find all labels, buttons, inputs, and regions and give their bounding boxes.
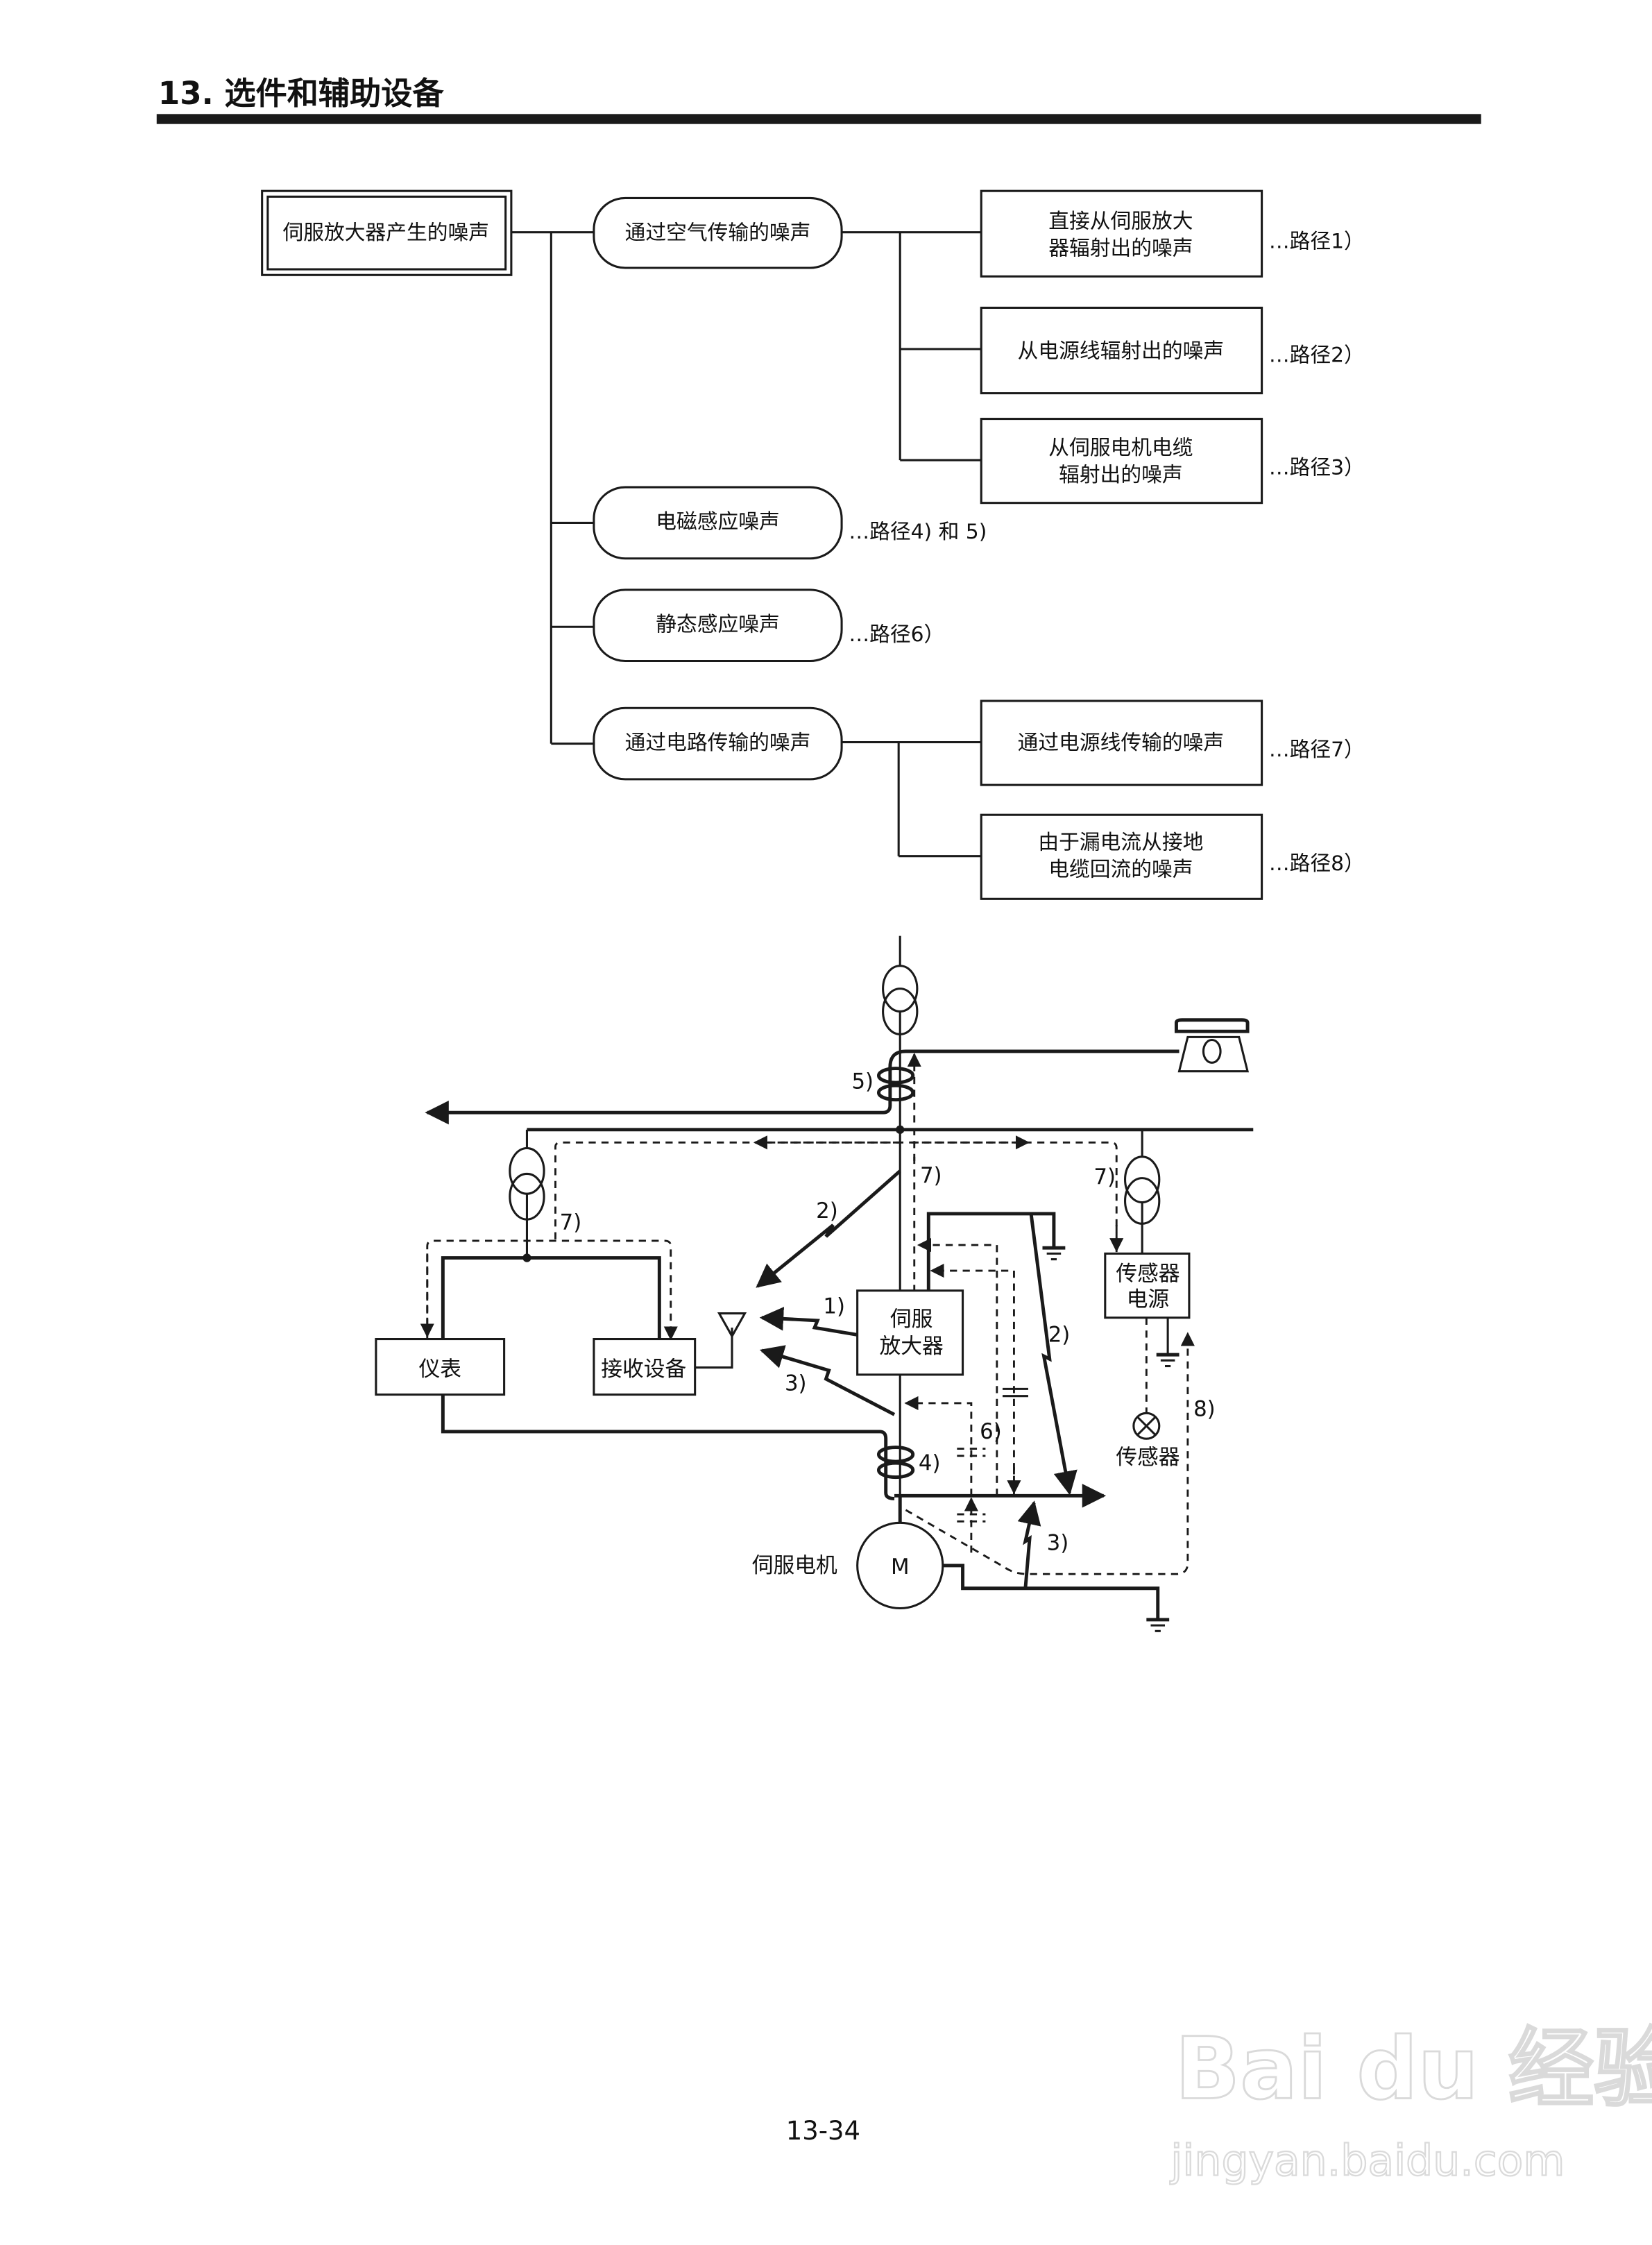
path-label-7-right: 7) (1093, 1164, 1116, 1189)
branch-electromagnetic: 电磁感应噪声 …路径4) 和 5) (593, 486, 987, 560)
branch-box (593, 706, 843, 781)
coupling-coil-5-icon (876, 1067, 915, 1102)
branch-box (593, 486, 843, 560)
noise-classification-tree: 伺服放大器产生的噪声 通过空气传输的噪声 直接从伺服放大 器辐射出的噪声 …路径… (261, 189, 1365, 900)
antenna-icon (717, 1312, 747, 1339)
receiver-label: 接收设备 (601, 1357, 686, 1382)
leaf-label-line: 电缆回流的噪声 (1048, 857, 1193, 881)
watermark-url: jingyan.baidu.com (1169, 2135, 1565, 2185)
path-ref: …路径7） (1269, 738, 1365, 762)
leaf-label-line: 从伺服电机电缆 (1048, 436, 1193, 460)
sensor-power-label: 电源 (1127, 1287, 1170, 1312)
leaf-box (980, 189, 1263, 278)
path-ref: …路径2） (1269, 343, 1365, 367)
leaf-box (980, 418, 1263, 505)
leaf-box (980, 813, 1263, 900)
path-label-4: 4) (919, 1450, 941, 1475)
path-label-2-right: 2) (1048, 1323, 1071, 1348)
path-ref: …路径6） (849, 622, 944, 647)
coupling-coil-4-icon (876, 1446, 915, 1480)
branch-air: 通过空气传输的噪声 直接从伺服放大 器辐射出的噪声 …路径1） 从电源线辐射出的… (593, 189, 1365, 505)
main-transformer-icon (882, 965, 919, 1035)
path-label-2-left: 2) (816, 1198, 838, 1223)
servo-amplifier-label: 放大器 (880, 1334, 944, 1359)
branch-label: 通过电路传输的噪声 (625, 731, 811, 755)
path-ref: …路径3） (1269, 456, 1365, 480)
receiver-box (593, 1338, 697, 1396)
path-label-1: 1) (823, 1294, 845, 1319)
leaf-label-line: 器辐射出的噪声 (1048, 237, 1193, 261)
left-transformer-icon (509, 1146, 545, 1221)
page-number: 13-34 (786, 2116, 860, 2146)
root-label: 伺服放大器产生的噪声 (282, 221, 489, 245)
servo-motor-label: 伺服电机 (752, 1553, 837, 1578)
watermark-brand: Bai du 经验 (1175, 2020, 1652, 2119)
path-label-8: 8) (1193, 1396, 1216, 1421)
leaf-label-line: 通过电源线传输的噪声 (1018, 731, 1225, 755)
path-label-3-left: 3) (785, 1371, 807, 1396)
path-label-6: 6) (980, 1419, 1002, 1444)
path-ref: …路径4) 和 5) (849, 520, 987, 544)
branch-label: 通过空气传输的噪声 (625, 221, 811, 245)
leaf-label-line: 由于漏电流从接地 (1038, 830, 1203, 854)
sensor-power-label: 传感器 (1116, 1261, 1180, 1286)
branch-electrostatic: 静态感应噪声 …路径6） (593, 588, 944, 663)
leaf-box (980, 700, 1263, 786)
branch-label: 电磁感应噪声 (656, 510, 780, 534)
sensor-label: 传感器 (1116, 1445, 1180, 1470)
root-box-outer (261, 189, 513, 276)
servo-amplifier-label: 伺服 (890, 1307, 933, 1332)
path-ref: …路径1） (1269, 229, 1365, 253)
instrument-label: 仪表 (418, 1357, 461, 1382)
telephone-icon (1174, 1018, 1250, 1073)
leaf-box (980, 306, 1263, 395)
sensor-lamp-icon (1132, 1412, 1161, 1440)
leaf-label-line: 从电源线辐射出的噪声 (1018, 339, 1225, 363)
root-box-inner (266, 195, 507, 271)
motor-symbol: M (891, 1554, 910, 1579)
instrument-box (375, 1338, 506, 1396)
path-label-7-left: 7) (560, 1210, 582, 1235)
path-label-3-right: 3) (1047, 1530, 1069, 1555)
branch-box (593, 588, 843, 663)
path-label-7-center: 7) (920, 1163, 942, 1188)
right-transformer-icon (1124, 1155, 1161, 1225)
leaf-label-line: 辐射出的噪声 (1059, 463, 1183, 487)
header-rule (156, 114, 1481, 124)
ground-icon (1146, 1618, 1170, 1632)
leaf-label-line: 直接从伺服放大 (1048, 210, 1193, 234)
servo-amplifier-box (856, 1289, 964, 1376)
section-title: 13. 选件和辅助设备 (158, 75, 445, 112)
baidu-watermark: Bai du 经验 jingyan.baidu.com (1168, 2019, 1652, 2186)
path-label-5: 5) (851, 1069, 874, 1094)
ground-icon (1156, 1353, 1180, 1368)
branch-conducted: 通过电路传输的噪声 通过电源线传输的噪声 …路径7） 由于漏电流从接地 电缆回流… (593, 700, 1365, 900)
ground-icon (1042, 1246, 1066, 1261)
noise-path-circuit: 5) 7) 仪表 接收设备 (375, 935, 1254, 1632)
path-ref: …路径8） (1269, 852, 1365, 876)
branch-label: 静态感应噪声 (656, 612, 780, 636)
